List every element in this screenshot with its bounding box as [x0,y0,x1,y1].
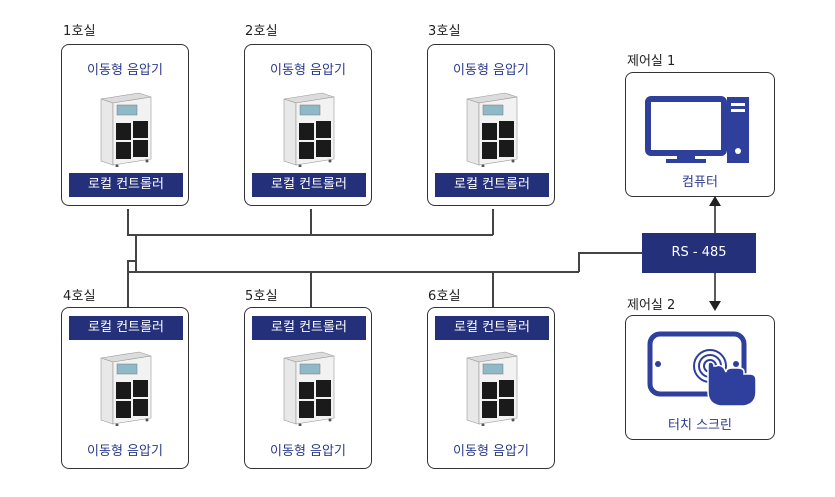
room-2-box: 이동형 음압기 로컬 컨트롤러 [244,44,372,206]
drop-room-6 [492,271,494,307]
room-6-box: 로컬 컨트롤러 이동형 음압기 [427,307,555,469]
room-4-local-controller: 로컬 컨트롤러 [69,316,183,340]
room-5-box: 로컬 컨트롤러 이동형 음압기 [244,307,372,469]
room-4-box: 로컬 컨트롤러 이동형 음압기 [61,307,189,469]
drop-room-5 [310,271,312,307]
room-3-label: 3호실 [428,24,461,39]
room-4-label: 4호실 [63,289,96,304]
room-2-local-controller: 로컬 컨트롤러 [252,173,366,197]
room-5-device-name: 이동형 음압기 [270,444,346,459]
negative-pressure-unit-icon [461,89,521,168]
room-5-local-controller: 로컬 컨트롤러 [252,316,366,340]
room-3-device-name: 이동형 음압기 [453,63,529,78]
room-5-label: 5호실 [245,289,278,304]
control-room-1-label: 제어실 1 [627,54,676,69]
control-room-1-box: 컴퓨터 [625,72,775,197]
room-4-device-name: 이동형 음압기 [87,444,163,459]
control-room-2-caption: 터치 스크린 [668,418,732,433]
drop-room-4-link [127,260,136,262]
bus-riser [578,252,580,272]
negative-pressure-unit-icon [95,89,155,168]
room-2-device-name: 이동형 음압기 [270,63,346,78]
room-3-box: 이동형 음압기 로컬 컨트롤러 [427,44,555,206]
touch-screen-icon [647,331,757,407]
room-6-label: 6호실 [428,289,461,304]
control-room-2-label: 제어실 2 [627,298,676,313]
room-3-local-controller: 로컬 컨트롤러 [435,173,549,197]
room-1-label: 1호실 [63,24,96,39]
room-1-device-name: 이동형 음압기 [87,63,163,78]
drop-room-4 [127,260,129,307]
drop-room-2 [310,209,312,235]
drop-room-3 [492,209,494,235]
room-6-local-controller: 로컬 컨트롤러 [435,316,549,340]
arrow-up-to-computer [709,196,721,234]
room-1-local-controller: 로컬 컨트롤러 [69,173,183,197]
bus-line-lower [127,271,579,273]
room-2-label: 2호실 [245,24,278,39]
drop-room-1-b [127,234,136,236]
room-1-box: 이동형 음압기 로컬 컨트롤러 [61,44,189,206]
computer-icon [645,96,749,163]
control-room-1-caption: 컴퓨터 [682,175,718,190]
negative-pressure-unit-icon [461,348,521,427]
negative-pressure-unit-icon [278,89,338,168]
drop-room-1-a [127,209,129,235]
room-6-device-name: 이동형 음압기 [453,444,529,459]
negative-pressure-unit-icon [278,348,338,427]
rs485-bus: RS - 485 [642,233,756,273]
arrow-down-to-touch-screen [709,273,721,311]
negative-pressure-unit-icon [95,348,155,427]
bus-junction-left [135,234,137,272]
bus-to-rs485 [578,252,643,254]
control-room-2-box: 터치 스크린 [625,315,775,440]
